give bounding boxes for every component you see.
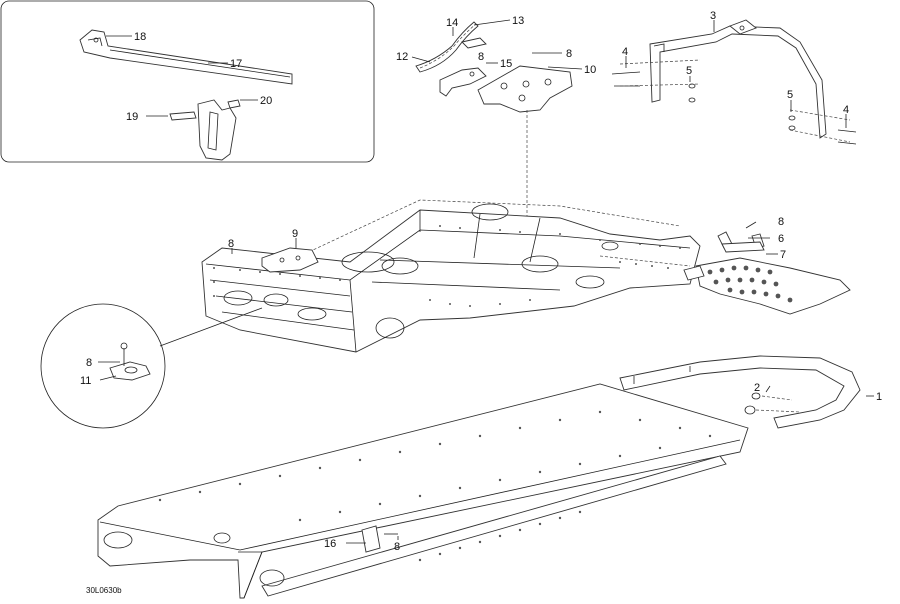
plate-10-part <box>477 65 573 230</box>
detail-circle <box>40 303 263 429</box>
callout-16: 16 <box>324 538 336 550</box>
callout-1: 1 <box>876 391 882 403</box>
callout-14: 14 <box>446 17 458 29</box>
callout-11: 11 <box>80 375 91 387</box>
callout-8-detail: 8 <box>86 357 92 369</box>
callout-12: 12 <box>396 51 408 63</box>
callout-labels: 18 17 19 20 14 13 12 8 15 8 10 3 4 5 5 4… <box>80 10 882 553</box>
inset-bracket-part <box>169 99 241 161</box>
main-frame-part <box>201 199 701 353</box>
callout-19: 19 <box>126 111 138 123</box>
fasteners-4-5 <box>611 59 857 145</box>
callout-17: 17 <box>230 58 242 70</box>
bracket-15-part <box>439 67 487 97</box>
callout-6: 6 <box>778 233 784 245</box>
callout-13: 13 <box>512 15 524 27</box>
callout-5-left: 5 <box>686 65 692 77</box>
bracket-9-part <box>261 247 319 273</box>
handle-bar-3-part <box>649 19 827 139</box>
callout-8-bracket: 8 <box>228 238 234 250</box>
inset-frame <box>0 0 375 163</box>
callout-20: 20 <box>260 95 272 107</box>
callout-8-strap: 8 <box>478 51 484 63</box>
inset-rail-part <box>79 29 293 85</box>
callout-2: 2 <box>754 382 760 394</box>
strap-part <box>415 21 487 73</box>
callout-10: 10 <box>584 64 596 76</box>
skid-plate-7-part <box>683 231 851 315</box>
leader-lines <box>98 19 874 544</box>
tunnel-part <box>97 383 749 599</box>
callout-15: 15 <box>500 58 512 70</box>
callout-8-tunnel: 8 <box>394 541 400 553</box>
callout-4-left: 4 <box>622 46 628 58</box>
callout-9: 9 <box>292 228 298 240</box>
callout-8-skid: 8 <box>778 216 784 228</box>
callout-8-plate: 8 <box>566 48 572 60</box>
bumper-1-part <box>619 355 861 429</box>
callout-7: 7 <box>780 249 786 261</box>
callout-4-right: 4 <box>843 104 849 116</box>
callout-3: 3 <box>710 10 716 22</box>
callout-18: 18 <box>134 31 146 43</box>
reference-code: 30L0630b <box>86 586 122 595</box>
callout-5-right: 5 <box>787 89 793 101</box>
